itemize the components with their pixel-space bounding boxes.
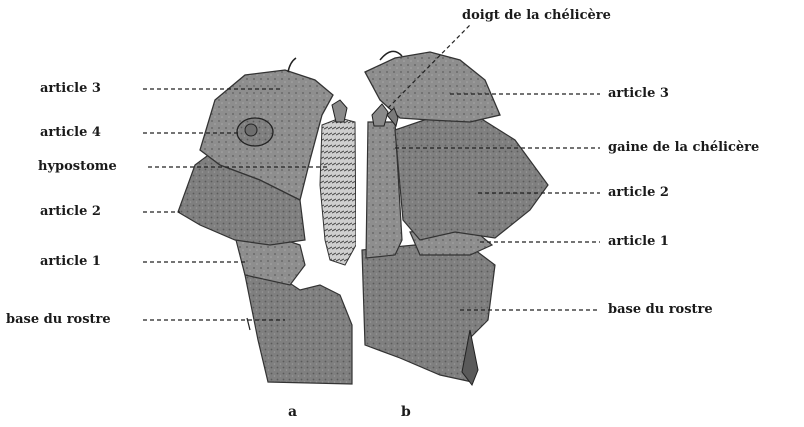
panel-a-specimen xyxy=(178,58,356,384)
label-hypostome: hypostome xyxy=(38,159,117,175)
label-gaine-de-la-chelicere: gaine de la chélicère xyxy=(608,140,759,156)
panel-b-specimen xyxy=(362,51,548,385)
label-base-du-rostre-left: base du rostre xyxy=(6,312,111,328)
label-article-3-left: article 3 xyxy=(40,81,101,97)
label-article-3-right: article 3 xyxy=(608,86,669,102)
label-article-2-right: article 2 xyxy=(608,185,669,201)
panel-letter-a: a xyxy=(288,404,297,420)
label-article-1-left: article 1 xyxy=(40,254,101,270)
label-article-2-left: article 2 xyxy=(40,204,101,220)
label-doigt-de-la-chelicere: doigt de la chélicère xyxy=(462,8,611,24)
label-base-du-rostre-right: base du rostre xyxy=(608,302,713,318)
label-article-4-left: article 4 xyxy=(40,125,101,141)
panel-letter-b: b xyxy=(401,404,411,420)
label-article-1-right: article 1 xyxy=(608,234,669,250)
